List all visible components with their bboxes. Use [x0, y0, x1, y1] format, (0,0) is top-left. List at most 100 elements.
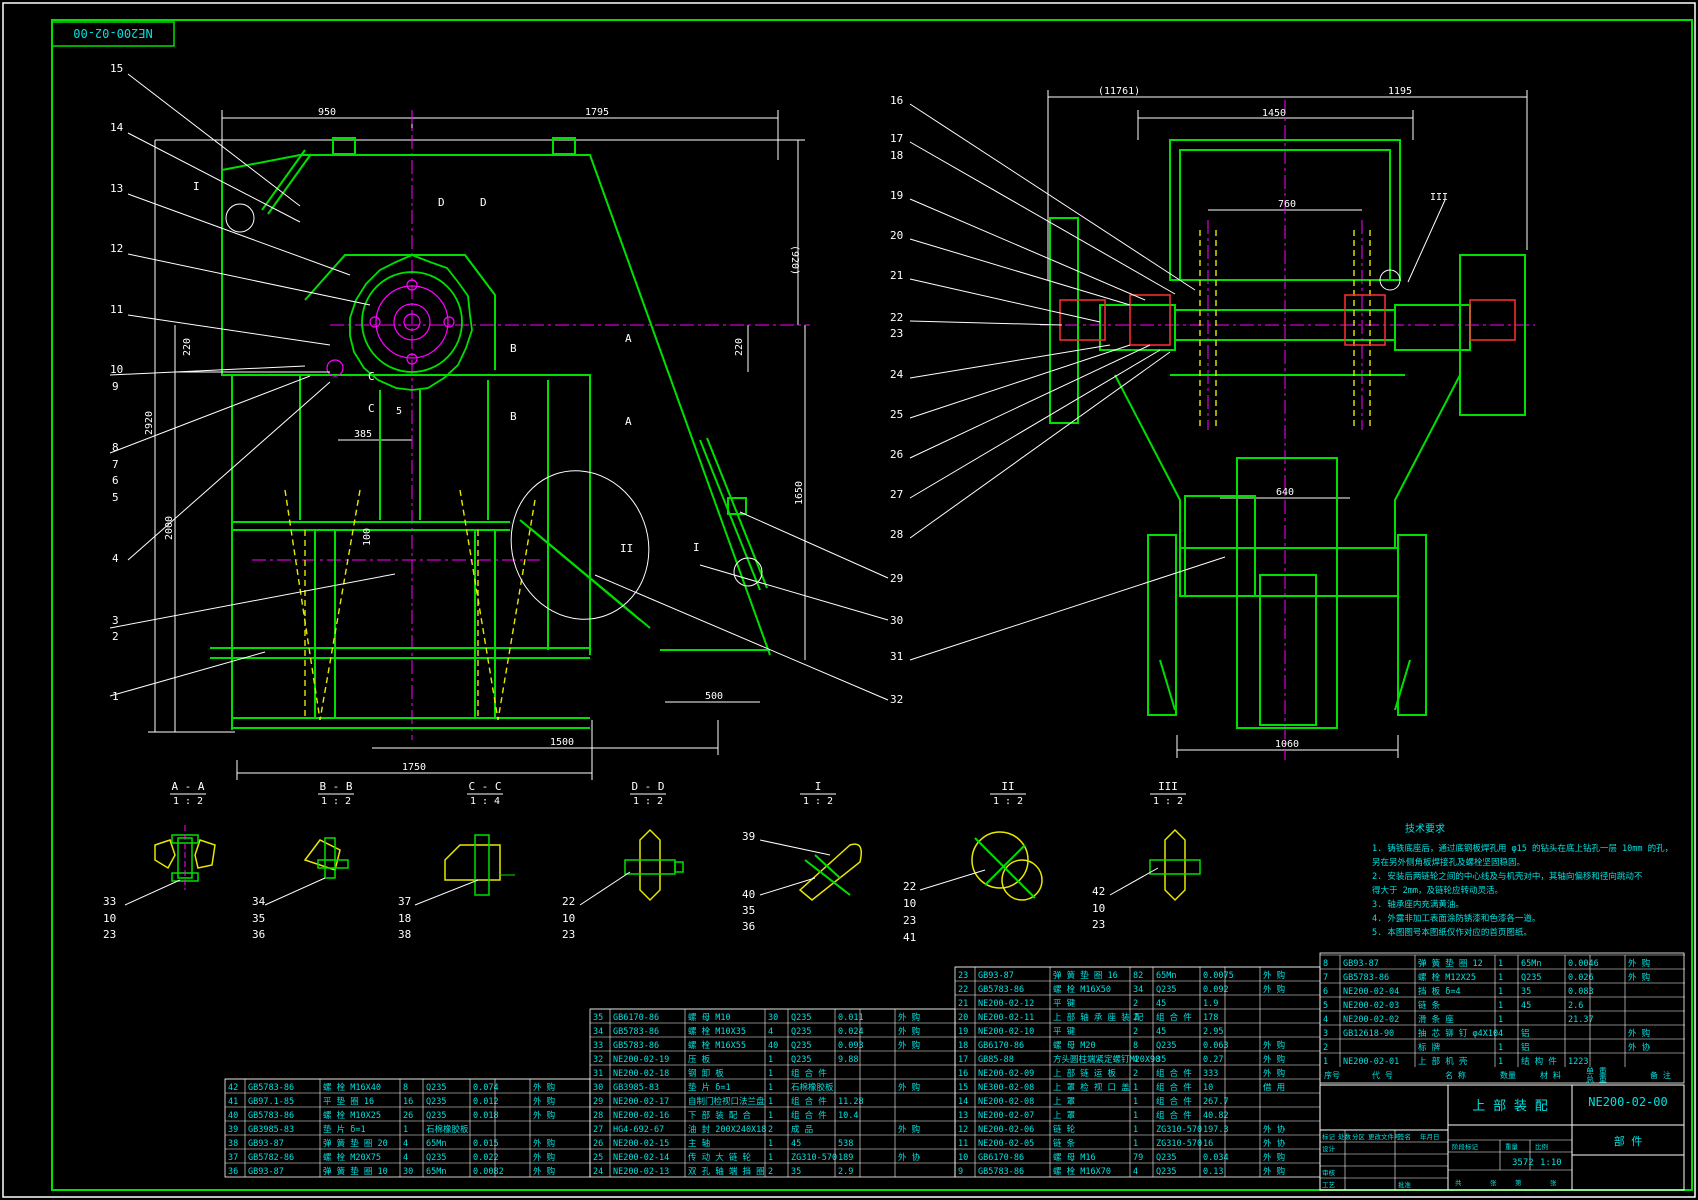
svg-text:37: 37	[398, 895, 411, 908]
svg-text:23: 23	[903, 914, 916, 927]
bom-cell: 32	[593, 1055, 603, 1065]
bom-cell: 45	[1156, 1027, 1166, 1037]
svg-text:B - B: B - B	[319, 780, 352, 793]
bom-cell: 35	[593, 1013, 603, 1023]
bom-cell: 0.083	[1568, 987, 1594, 997]
svg-text:27: 27	[890, 488, 903, 501]
bom-cell: 外 协	[1263, 1124, 1286, 1135]
bom-cell: 2	[768, 1125, 773, 1135]
svg-text:张: 张	[1550, 1178, 1557, 1187]
svg-text:4. 外露非加工表面涂防锈漆和色漆各一道。: 4. 外露非加工表面涂防锈漆和色漆各一道。	[1372, 913, 1540, 924]
callout-2: 2	[112, 630, 119, 643]
svg-text:10: 10	[562, 912, 575, 925]
bom-cell: 16	[958, 1069, 968, 1079]
bom-cell: 平 垫 圈 16	[323, 1096, 374, 1107]
bom-cell: 1	[768, 1083, 773, 1093]
bom-cell: 2	[1133, 1027, 1138, 1037]
bom-cell: 30	[593, 1083, 603, 1093]
dim-1650: 1650	[794, 481, 805, 505]
svg-text:批准: 批准	[1398, 1180, 1412, 1189]
bom-cell: 0.026	[1568, 973, 1594, 983]
bom-cell: 65Mn	[1521, 959, 1541, 969]
bom-cell: 外 购	[1628, 958, 1650, 969]
bom-cell: 20	[958, 1013, 968, 1023]
bom-cell: 外 购	[533, 1152, 555, 1163]
side-dimension-lines	[1047, 90, 1528, 758]
svg-text:36: 36	[742, 920, 755, 933]
bom-cell: 2	[1323, 1043, 1328, 1053]
bom-cell: 13	[958, 1111, 968, 1121]
svg-text:26: 26	[890, 448, 903, 461]
bom-cell: Q235	[426, 1097, 446, 1107]
bom-cell: 结 构 件	[1521, 1056, 1557, 1067]
dim-1795: 1795	[585, 107, 609, 118]
bom-cell: 4	[1133, 1055, 1138, 1065]
bom-cell: 1	[1498, 1015, 1503, 1025]
bom-cell: 组 合 件	[791, 1096, 827, 1107]
svg-text:1 : 2: 1 : 2	[321, 796, 351, 807]
svg-text:III: III	[1430, 192, 1448, 203]
bom-cell: 1	[768, 1139, 773, 1149]
bom-cell: 外 购	[898, 1082, 920, 1093]
bom-cell: 65Mn	[426, 1139, 446, 1149]
dim-385: 385	[354, 429, 372, 440]
bom-cell: 垫 片 δ=1	[688, 1082, 731, 1093]
svg-text:20: 20	[890, 229, 903, 242]
bom-cell: 30	[768, 1013, 778, 1023]
svg-text:23: 23	[562, 928, 575, 941]
bom-cell: 0.093	[838, 1041, 864, 1051]
callout-8: 8	[112, 441, 119, 454]
front-leader-lines	[109, 73, 889, 701]
bom-cell: 0.092	[1203, 985, 1229, 995]
svg-text:24: 24	[890, 368, 904, 381]
bom-cell: 25	[593, 1153, 603, 1163]
bom-cell: 外 协	[1628, 1042, 1651, 1053]
bom-cell: 45	[1521, 1001, 1531, 1011]
callout-3: 3	[112, 614, 119, 627]
bom-cell: 螺 栓 M10X35	[688, 1026, 746, 1037]
bom-cell: 螺 栓 M20X75	[323, 1152, 381, 1163]
callout-14: 14	[110, 121, 124, 134]
bom-cell: 4	[1323, 1015, 1328, 1025]
bom-cell: 螺 栓 M16X55	[688, 1040, 746, 1051]
svg-text:标记: 标记	[1322, 1132, 1336, 1141]
bom-cell: 1	[1133, 1111, 1138, 1121]
bom-cell: 石棉橡胶板	[791, 1082, 834, 1093]
dim-1450: 1450	[1262, 108, 1286, 119]
bom-cell: 组 合 件	[1156, 1068, 1192, 1079]
drawing-number-stamp: NE200-02-00	[51, 21, 175, 47]
bom-cell: 铝	[1521, 1042, 1530, 1053]
dim-100: 100	[362, 528, 373, 546]
bom-cell: Q235	[426, 1111, 446, 1121]
svg-text:C: C	[368, 402, 375, 415]
bom-cell: Q235	[1156, 1167, 1176, 1177]
section-details: A - A 1 : 2 33 10 23 B - B 1 : 2 34 35 3	[103, 780, 1201, 944]
callout-4: 4	[112, 552, 119, 565]
svg-text:单 重: 单 重	[1586, 1066, 1607, 1076]
bom-cell: Q235	[791, 1027, 811, 1037]
callout-6: 6	[112, 474, 119, 487]
bom-cell: 4	[1498, 1029, 1503, 1039]
bom-cell: 8	[403, 1083, 408, 1093]
bom-cell: 铝	[1521, 1028, 1530, 1039]
svg-text:18: 18	[890, 149, 903, 162]
svg-text:D: D	[438, 196, 445, 209]
bom-cell: 上 部 链 运 板	[1053, 1068, 1116, 1079]
svg-text:28: 28	[890, 528, 903, 541]
bom-cell: 4	[768, 1027, 773, 1037]
bom-cell: NE200-02-18	[613, 1069, 669, 1079]
svg-text:代 号: 代 号	[1372, 1070, 1393, 1080]
bom-cell: 0.13	[1203, 1167, 1223, 1177]
bom-cell: 4	[403, 1153, 408, 1163]
bom-cell: 37	[228, 1153, 238, 1163]
bom-cell: 1	[1133, 1139, 1138, 1149]
bom-cell: NE200-02-14	[613, 1153, 669, 1163]
bom-cell: 螺 栓 M16X40	[323, 1082, 381, 1093]
bom-cell: 16	[403, 1097, 413, 1107]
title-weight: 3572	[1512, 1158, 1534, 1168]
bom-cell: 外 购	[533, 1110, 555, 1121]
bom-cell: 螺 母 M10	[688, 1012, 731, 1023]
bom-cell: 1	[1133, 1125, 1138, 1135]
bom-cell: 23	[958, 971, 968, 981]
